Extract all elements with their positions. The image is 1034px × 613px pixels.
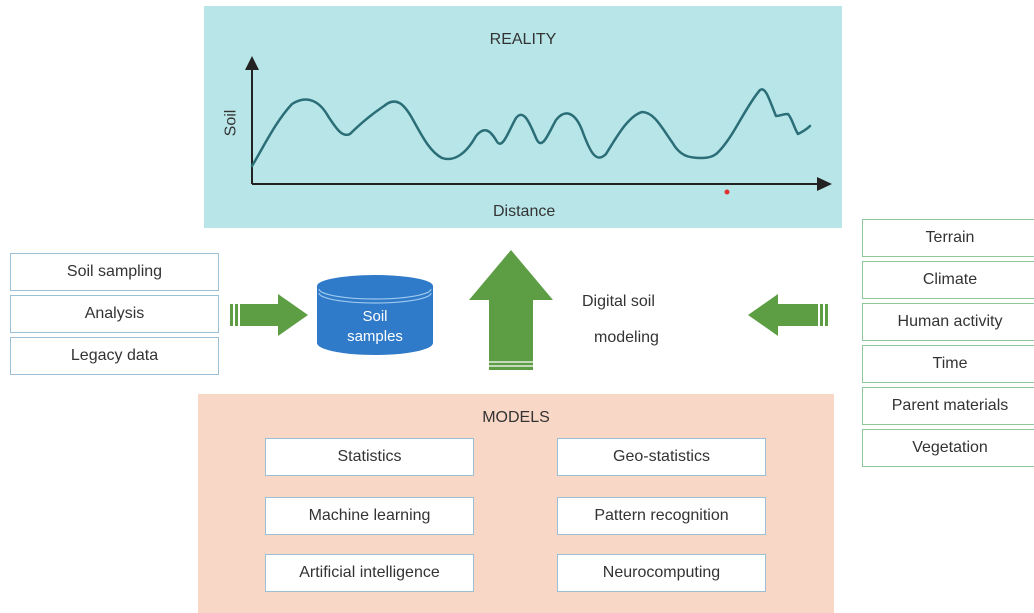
arrow-up-to-reality bbox=[469, 250, 553, 370]
input-box-soil-sampling: Soil sampling bbox=[10, 253, 219, 291]
reality-panel: REALITY Soil Distance bbox=[204, 6, 842, 228]
reality-title: REALITY bbox=[489, 31, 557, 48]
model-box-statistics: Statistics bbox=[265, 438, 474, 476]
soil-samples-label-line2: samples bbox=[347, 328, 403, 345]
factor-box-human-activity: Human activity bbox=[862, 303, 1034, 341]
factor-box-climate: Climate bbox=[862, 261, 1034, 299]
arrow-left-from-factors bbox=[748, 294, 828, 336]
x-axis-arrowhead bbox=[817, 177, 832, 191]
digital-soil-modeling-line2: modeling bbox=[594, 329, 659, 346]
x-axis-label: Distance bbox=[493, 203, 556, 220]
model-box-neurocomputing: Neurocomputing bbox=[557, 554, 766, 592]
red-dot-marker bbox=[724, 189, 730, 195]
factor-box-time: Time bbox=[862, 345, 1034, 383]
soil-samples-database-icon bbox=[317, 275, 433, 355]
models-panel: MODELS Statistics Geo-statistics Machine… bbox=[198, 394, 834, 613]
y-axis-arrowhead bbox=[245, 56, 259, 70]
arrow-right-to-samples bbox=[230, 294, 308, 336]
digital-soil-modeling-line1: Digital soil bbox=[582, 293, 655, 310]
soil-samples-label-line1: Soil bbox=[362, 308, 388, 325]
models-title: MODELS bbox=[482, 409, 550, 426]
input-box-legacy-data: Legacy data bbox=[10, 337, 219, 375]
model-box-artificial-intelligence: Artificial intelligence bbox=[265, 554, 474, 592]
factor-box-terrain: Terrain bbox=[862, 219, 1034, 257]
soil-variation-curve bbox=[250, 88, 812, 168]
factor-box-vegetation: Vegetation bbox=[862, 429, 1034, 467]
soil-distance-plot bbox=[245, 56, 832, 195]
model-box-pattern-recognition: Pattern recognition bbox=[557, 497, 766, 535]
input-box-analysis: Analysis bbox=[10, 295, 219, 333]
factor-box-parent-materials: Parent materials bbox=[862, 387, 1034, 425]
model-box-geo-statistics: Geo-statistics bbox=[557, 438, 766, 476]
model-box-machine-learning: Machine learning bbox=[265, 497, 474, 535]
y-axis-label: Soil bbox=[222, 109, 240, 137]
